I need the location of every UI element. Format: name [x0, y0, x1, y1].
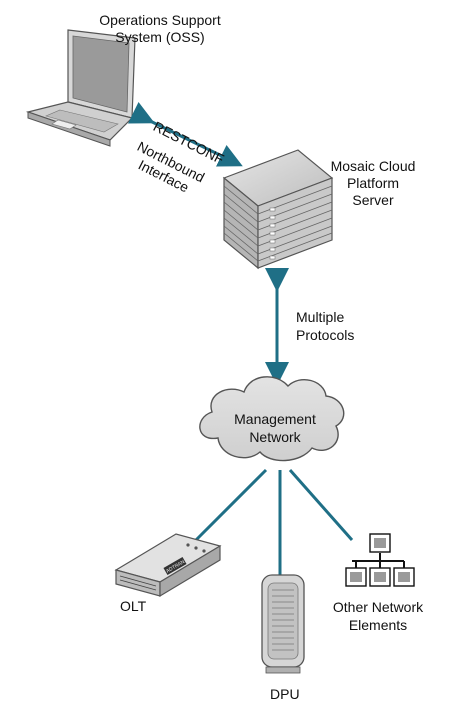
cloud-line2: Network	[249, 429, 301, 445]
network-node-left	[345, 567, 367, 587]
network-elements-icon	[345, 533, 415, 587]
dpu-label: DPU	[270, 686, 300, 702]
other-label: Other Network Elements	[322, 598, 434, 634]
protocols-line1: Multiple	[296, 309, 345, 325]
network-node-middle	[369, 567, 391, 587]
server-label-line3: Server	[352, 192, 394, 208]
restconf-arrow	[127, 101, 243, 167]
server-label-line2: Platform	[346, 175, 400, 191]
network-node-top	[369, 533, 391, 553]
connector-olt	[194, 468, 268, 542]
cloud-line1: Management	[234, 411, 316, 427]
cloud-icon	[199, 376, 345, 462]
oss-label-line1: Operations Support	[99, 12, 221, 28]
server-label: Mosaic Cloud Platform Server	[318, 158, 428, 209]
network-node-right	[393, 567, 415, 587]
server-icon	[222, 149, 334, 270]
connector-other	[288, 469, 354, 541]
protocols-label: Multiple Protocols	[296, 308, 354, 344]
olt-label: OLT	[120, 598, 147, 614]
other-line2: Elements	[348, 617, 408, 633]
oss-label: Operations Support System (OSS)	[80, 12, 240, 46]
other-line1: Other Network	[332, 599, 424, 615]
oss-label-line2: System (OSS)	[115, 29, 205, 45]
dpu-icon	[261, 574, 305, 674]
protocols-line2: Protocols	[296, 327, 355, 343]
cloud-connectors	[194, 468, 354, 575]
laptop-icon	[25, 29, 136, 147]
olt-icon: ADTRAN	[114, 533, 222, 598]
cloud-label: Management Network	[220, 410, 330, 446]
server-label-line1: Mosaic Cloud	[330, 158, 416, 174]
